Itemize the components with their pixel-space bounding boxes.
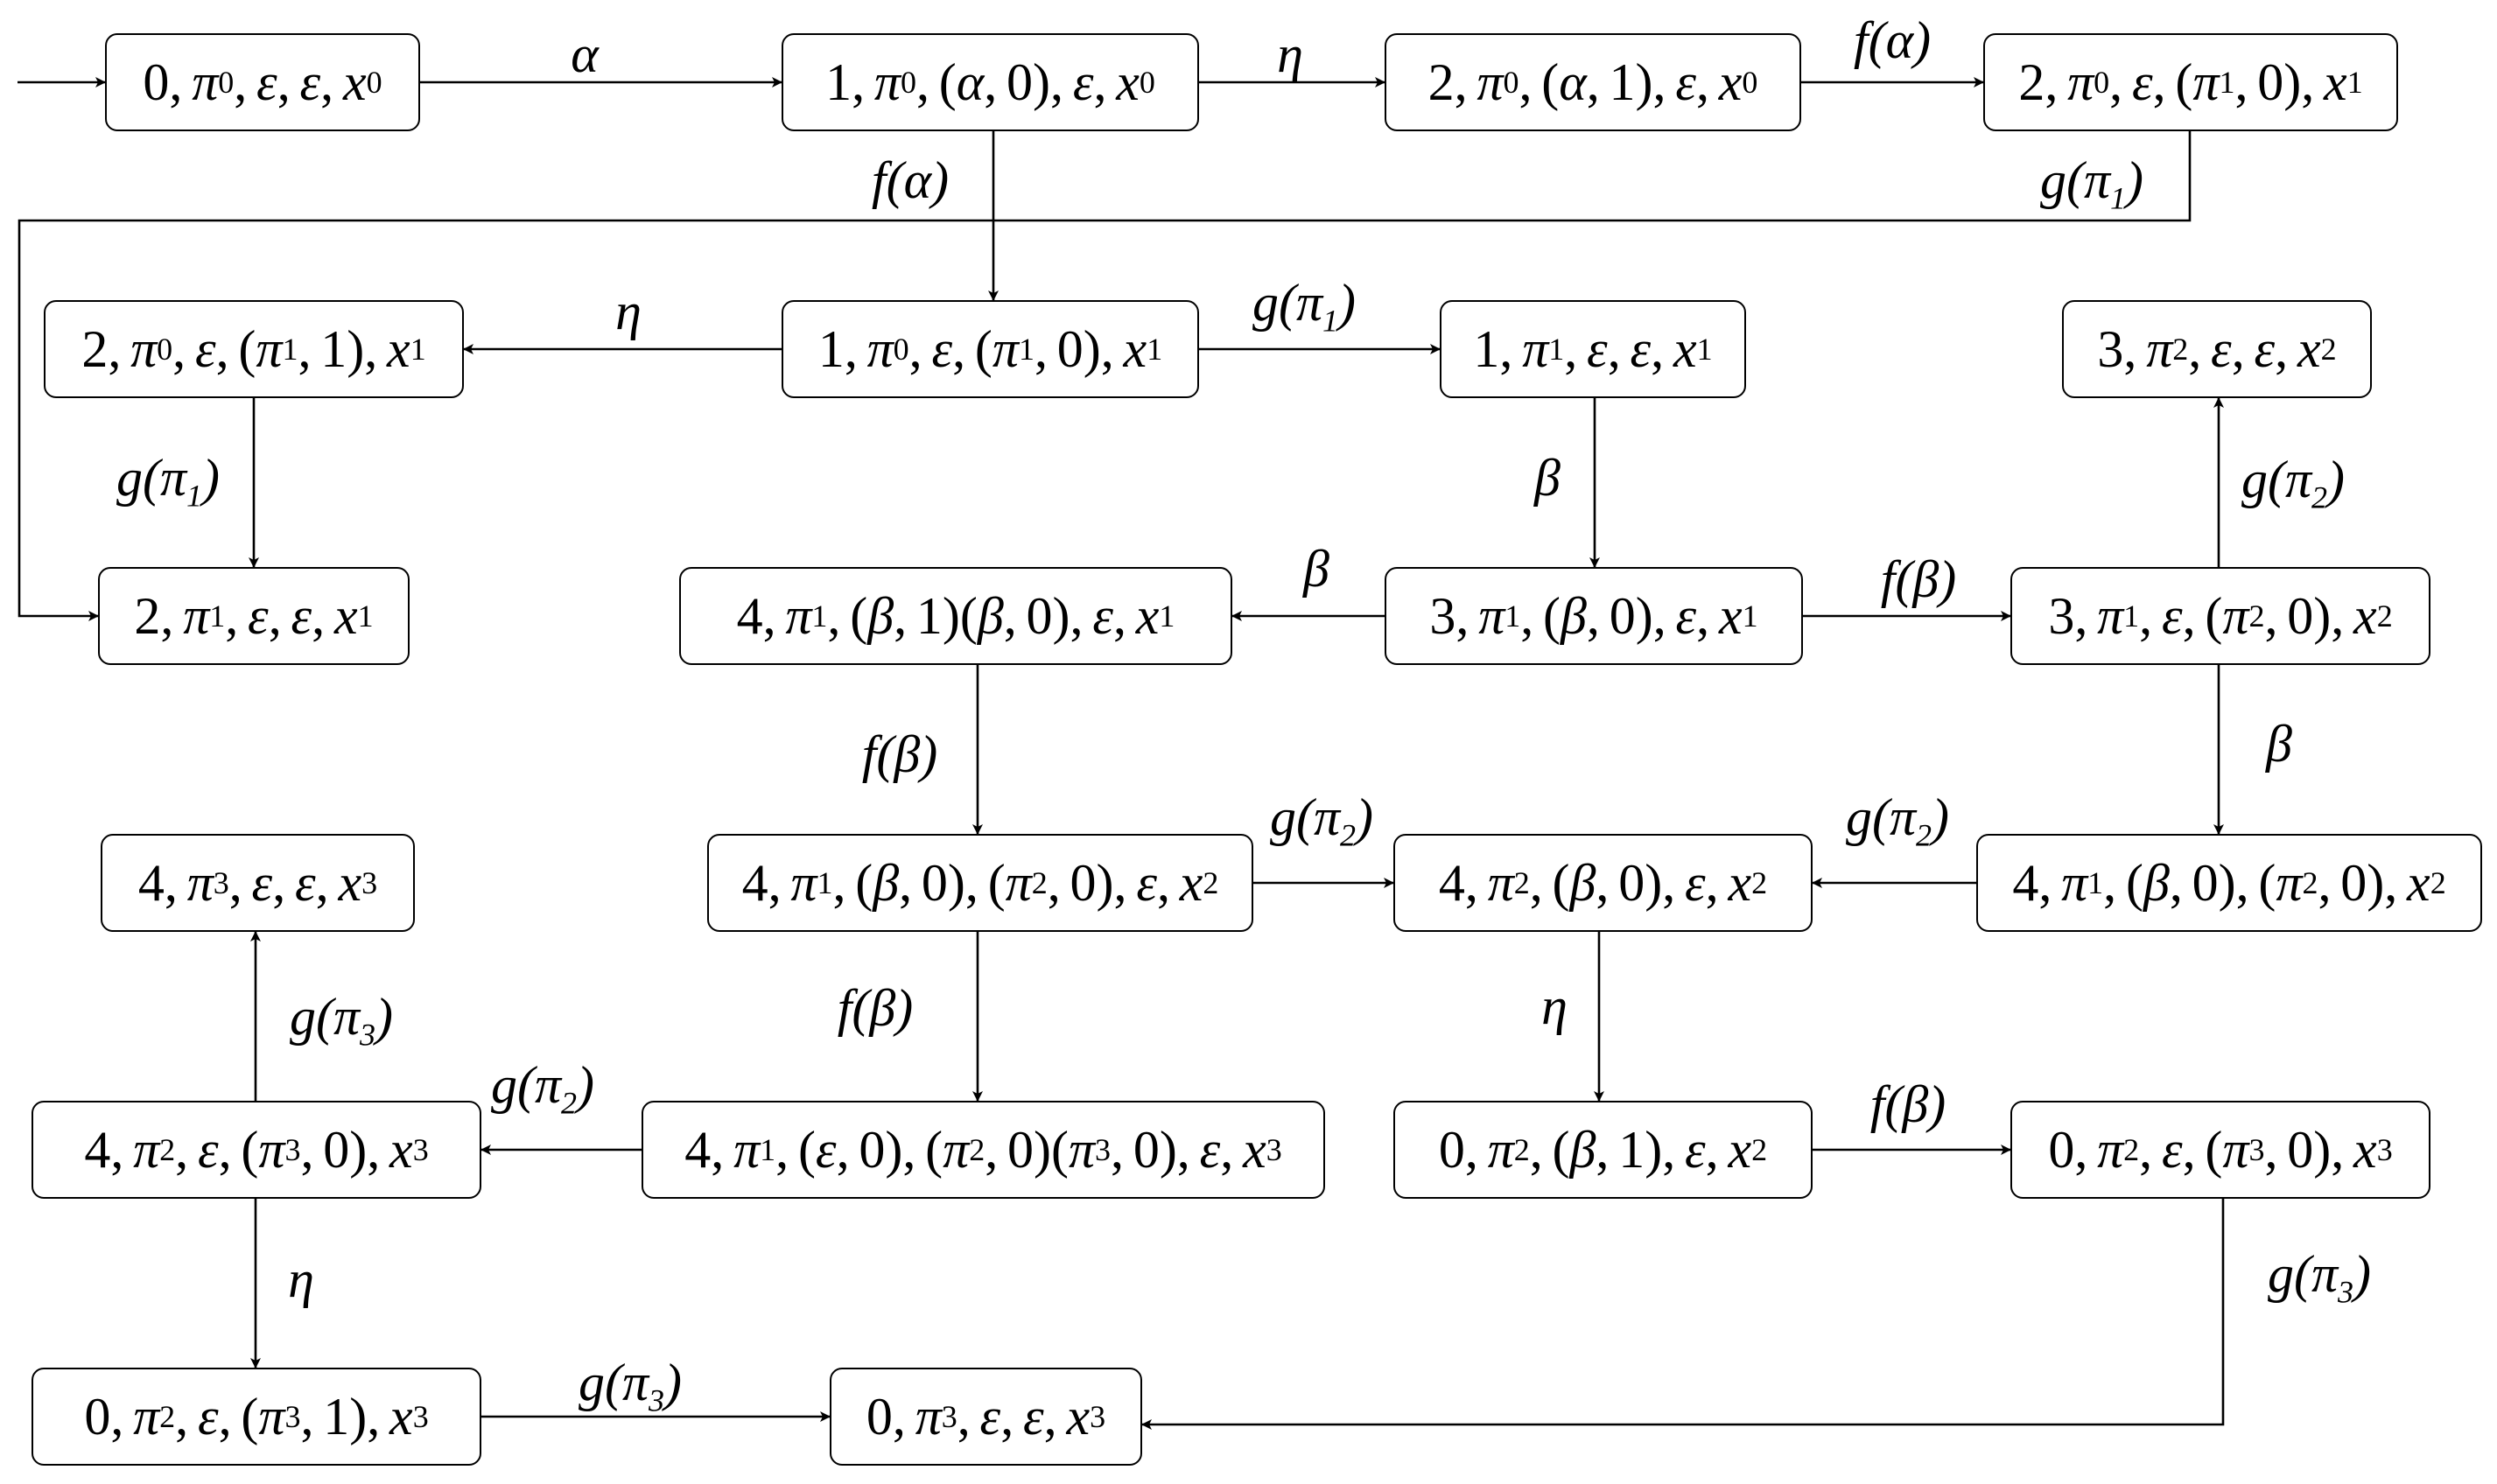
transition-label: η — [615, 283, 642, 340]
transition-arrow-s20-s22 — [1141, 1199, 2225, 1430]
transition-label: f(β) — [861, 725, 938, 783]
transition-label: g(π2) — [1845, 788, 1950, 853]
transition-label: β — [1534, 449, 1561, 507]
transition-label: g(π3) — [289, 988, 394, 1053]
transition-label: f(β) — [1869, 1075, 1946, 1133]
transition-label: g(π2) — [1269, 788, 1374, 853]
transition-label: f(β) — [1880, 550, 1957, 608]
transition-label: g(π3) — [578, 1354, 683, 1418]
transition-label: β — [2266, 715, 2292, 773]
transition-label: g(π2) — [2241, 451, 2346, 515]
transition-label: η — [288, 1250, 314, 1308]
transition-label: f(α) — [1853, 11, 1932, 69]
transition-label: f(α) — [871, 151, 950, 209]
transition-label: g(π1) — [116, 449, 221, 514]
transition-label: η — [1277, 25, 1303, 83]
transition-label: g(π1) — [1252, 274, 1357, 339]
transition-label: g(π2) — [490, 1056, 595, 1121]
transition-label: f(β) — [837, 979, 914, 1037]
transition-label: g(π3) — [2267, 1245, 2372, 1310]
transition-label: β — [1303, 540, 1329, 598]
transition-edges — [18, 77, 2225, 1430]
transition-label: η — [1541, 977, 1568, 1035]
transition-arrow-s4-s9 — [18, 131, 2192, 621]
transition-label: g(π1) — [2039, 151, 2144, 216]
transition-label: α — [571, 25, 599, 83]
